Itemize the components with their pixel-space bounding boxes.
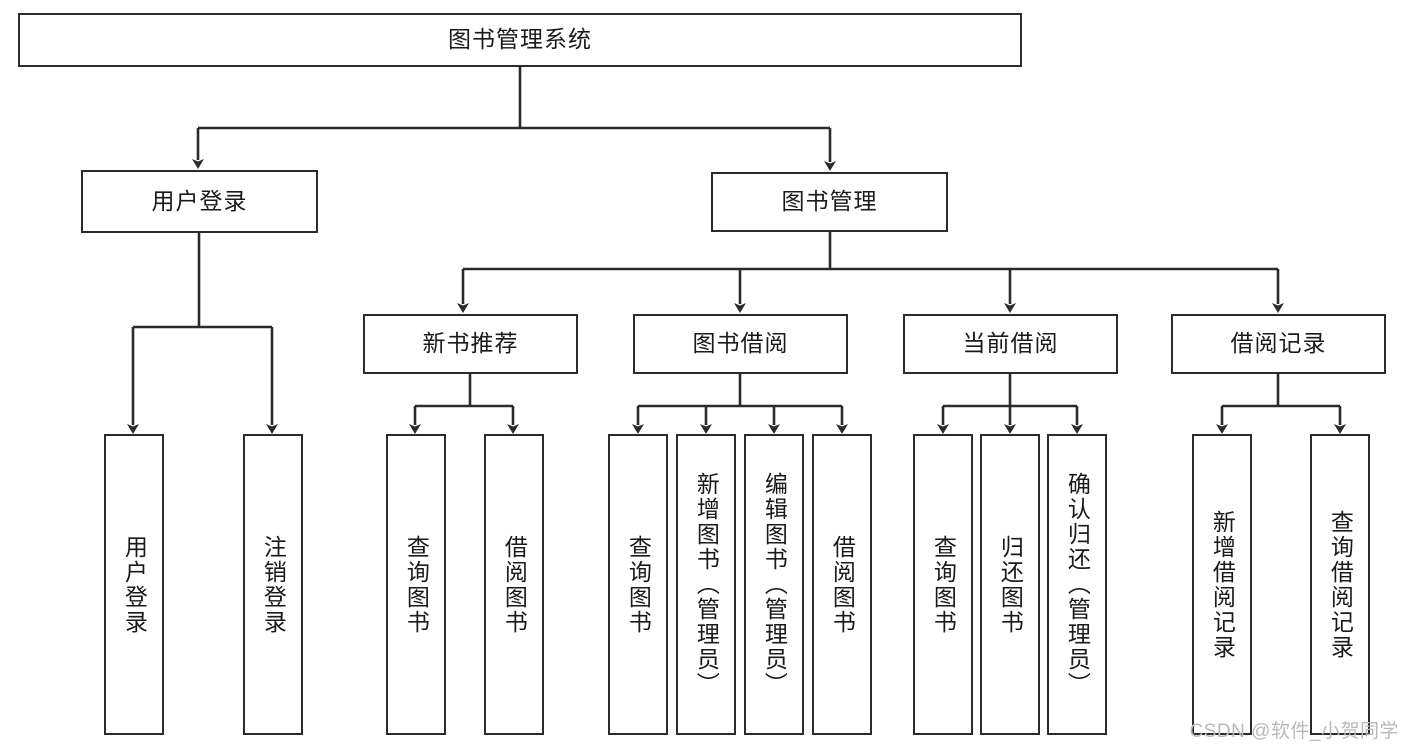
node-label: 当前借阅 (962, 330, 1059, 357)
node-borrow-record[interactable]: 借阅记录 (1171, 314, 1386, 374)
leaf-recommend-borrow-book[interactable]: 借阅图书 (484, 434, 544, 735)
leaf-record-query-borrow-record[interactable]: 查询借阅记录 (1310, 434, 1370, 735)
node-label: 新增借阅记录 (1209, 509, 1236, 660)
node-label: 新增图书（管理员） (693, 472, 720, 697)
node-current-borrow[interactable]: 当前借阅 (903, 314, 1118, 374)
node-label: 借阅图书 (829, 534, 856, 635)
leaf-user-login-logout[interactable]: 注销登录 (243, 434, 303, 735)
leaf-borrow-add-book-admin[interactable]: 新增图书（管理员） (676, 434, 736, 735)
node-label: 查询图书 (930, 534, 957, 635)
node-label: 图书借阅 (692, 330, 789, 357)
node-label: 借阅记录 (1230, 330, 1327, 357)
node-root-book-management-system[interactable]: 图书管理系统 (18, 13, 1022, 67)
node-label: 图书管理 (781, 188, 878, 215)
node-label: 注销登录 (260, 534, 287, 635)
node-book-management[interactable]: 图书管理 (711, 172, 948, 232)
node-label: 用户登录 (151, 187, 248, 214)
node-label: 图书管理系统 (448, 26, 592, 53)
leaf-current-return-book[interactable]: 归还图书 (980, 434, 1040, 735)
leaf-current-query-book[interactable]: 查询图书 (913, 434, 973, 735)
node-label: 查询图书 (403, 534, 430, 635)
node-label: 新书推荐 (422, 330, 519, 357)
node-book-borrow[interactable]: 图书借阅 (633, 314, 848, 374)
leaf-borrow-edit-book-admin[interactable]: 编辑图书（管理员） (744, 434, 804, 735)
node-label: 借阅图书 (501, 534, 528, 635)
node-label: 查询借阅记录 (1327, 509, 1354, 660)
node-label: 编辑图书（管理员） (761, 472, 788, 697)
leaf-user-login-login[interactable]: 用户登录 (104, 434, 164, 735)
node-user-login[interactable]: 用户登录 (81, 170, 318, 233)
node-label: 查询图书 (625, 534, 652, 635)
node-label: 归还图书 (997, 534, 1024, 635)
leaf-record-add-borrow-record[interactable]: 新增借阅记录 (1192, 434, 1252, 735)
node-label: 确认归还（管理员） (1064, 472, 1091, 697)
leaf-recommend-query-book[interactable]: 查询图书 (386, 434, 446, 735)
leaf-borrow-query-book[interactable]: 查询图书 (608, 434, 668, 735)
leaf-current-confirm-return-admin[interactable]: 确认归还（管理员） (1047, 434, 1107, 735)
csdn-watermark: CSDN @软件_小贺同学 (1189, 721, 1399, 742)
leaf-borrow-borrow-book[interactable]: 借阅图书 (812, 434, 872, 735)
node-new-book-recommend[interactable]: 新书推荐 (363, 314, 578, 374)
node-label: 用户登录 (121, 534, 148, 635)
